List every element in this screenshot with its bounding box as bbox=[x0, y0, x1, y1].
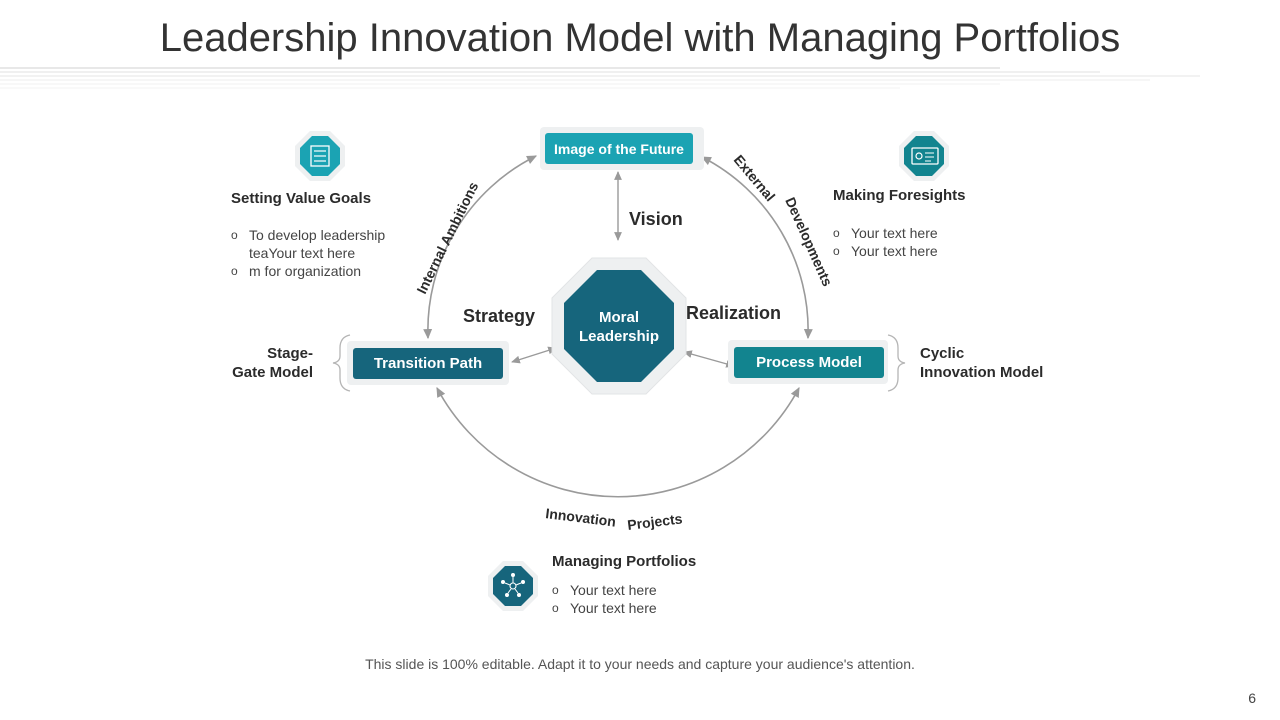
cyclic-innovation-label: Cyclic Innovation Model bbox=[920, 344, 1100, 382]
slide-title: Leadership Innovation Model with Managin… bbox=[159, 16, 1121, 60]
transition-path-box[interactable]: Transition Path bbox=[353, 348, 503, 379]
center-label-line2: Leadership bbox=[578, 328, 660, 345]
center-label-line1: Moral bbox=[598, 309, 639, 326]
foresight-screen-icon bbox=[899, 131, 949, 181]
stage-gate-label: Stage- Gate Model bbox=[213, 344, 313, 382]
right-brace bbox=[887, 334, 906, 392]
managing-portfolios-list: Your text here Your text here bbox=[552, 581, 722, 617]
page-number: 6 bbox=[1248, 690, 1256, 706]
arc-internal-ambitions bbox=[423, 155, 538, 340]
setting-value-goals-list: To develop leadership teaYour text here … bbox=[231, 226, 401, 280]
list-item: m for organization bbox=[231, 262, 401, 280]
arc-innovation-projects bbox=[436, 387, 800, 498]
realization-connector bbox=[683, 350, 735, 368]
footer-note: This slide is 100% editable. Adapt it to… bbox=[365, 656, 915, 672]
managing-portfolios-heading: Managing Portfolios bbox=[552, 553, 697, 570]
stage-gate-label-line1: Stage- bbox=[267, 345, 313, 362]
arc-external-developments bbox=[701, 156, 813, 340]
title-underline-decoration bbox=[0, 67, 1200, 89]
strategy-label: Strategy bbox=[463, 306, 536, 326]
center-label: Moral Leadership bbox=[564, 308, 674, 346]
network-star-icon bbox=[488, 561, 538, 611]
image-of-the-future-box[interactable]: Image of the Future bbox=[545, 133, 693, 164]
arc-label-internal-ambitions: Internal Ambitions bbox=[413, 179, 481, 296]
svg-text:Projects: Projects bbox=[626, 510, 683, 533]
arc-label-innovation-projects: Innovation bbox=[545, 505, 617, 530]
list-item: Your text here bbox=[552, 581, 722, 599]
cyclic-label-line2: Innovation Model bbox=[920, 364, 1044, 381]
list-item: Your text here bbox=[833, 242, 1003, 260]
list-item: Your text here bbox=[833, 224, 1003, 242]
process-model-box[interactable]: Process Model bbox=[734, 347, 884, 378]
svg-text:Developments: Developments bbox=[782, 195, 836, 289]
making-foresights-list: Your text here Your text here bbox=[833, 224, 1003, 260]
list-item: To develop leadership teaYour text here bbox=[231, 226, 401, 262]
cyclic-label-line1: Cyclic bbox=[920, 345, 965, 362]
left-brace bbox=[332, 334, 351, 392]
list-item: Your text here bbox=[552, 599, 722, 617]
strategy-connector bbox=[511, 346, 557, 364]
stage-gate-label-line2: Gate Model bbox=[232, 364, 313, 381]
making-foresights-heading: Making Foresights bbox=[833, 187, 966, 204]
setting-value-goals-heading: Setting Value Goals bbox=[231, 190, 372, 207]
vision-label: Vision bbox=[629, 209, 683, 229]
checklist-icon bbox=[295, 131, 345, 181]
center-octagon bbox=[564, 270, 674, 382]
realization-label: Realization bbox=[686, 303, 782, 323]
